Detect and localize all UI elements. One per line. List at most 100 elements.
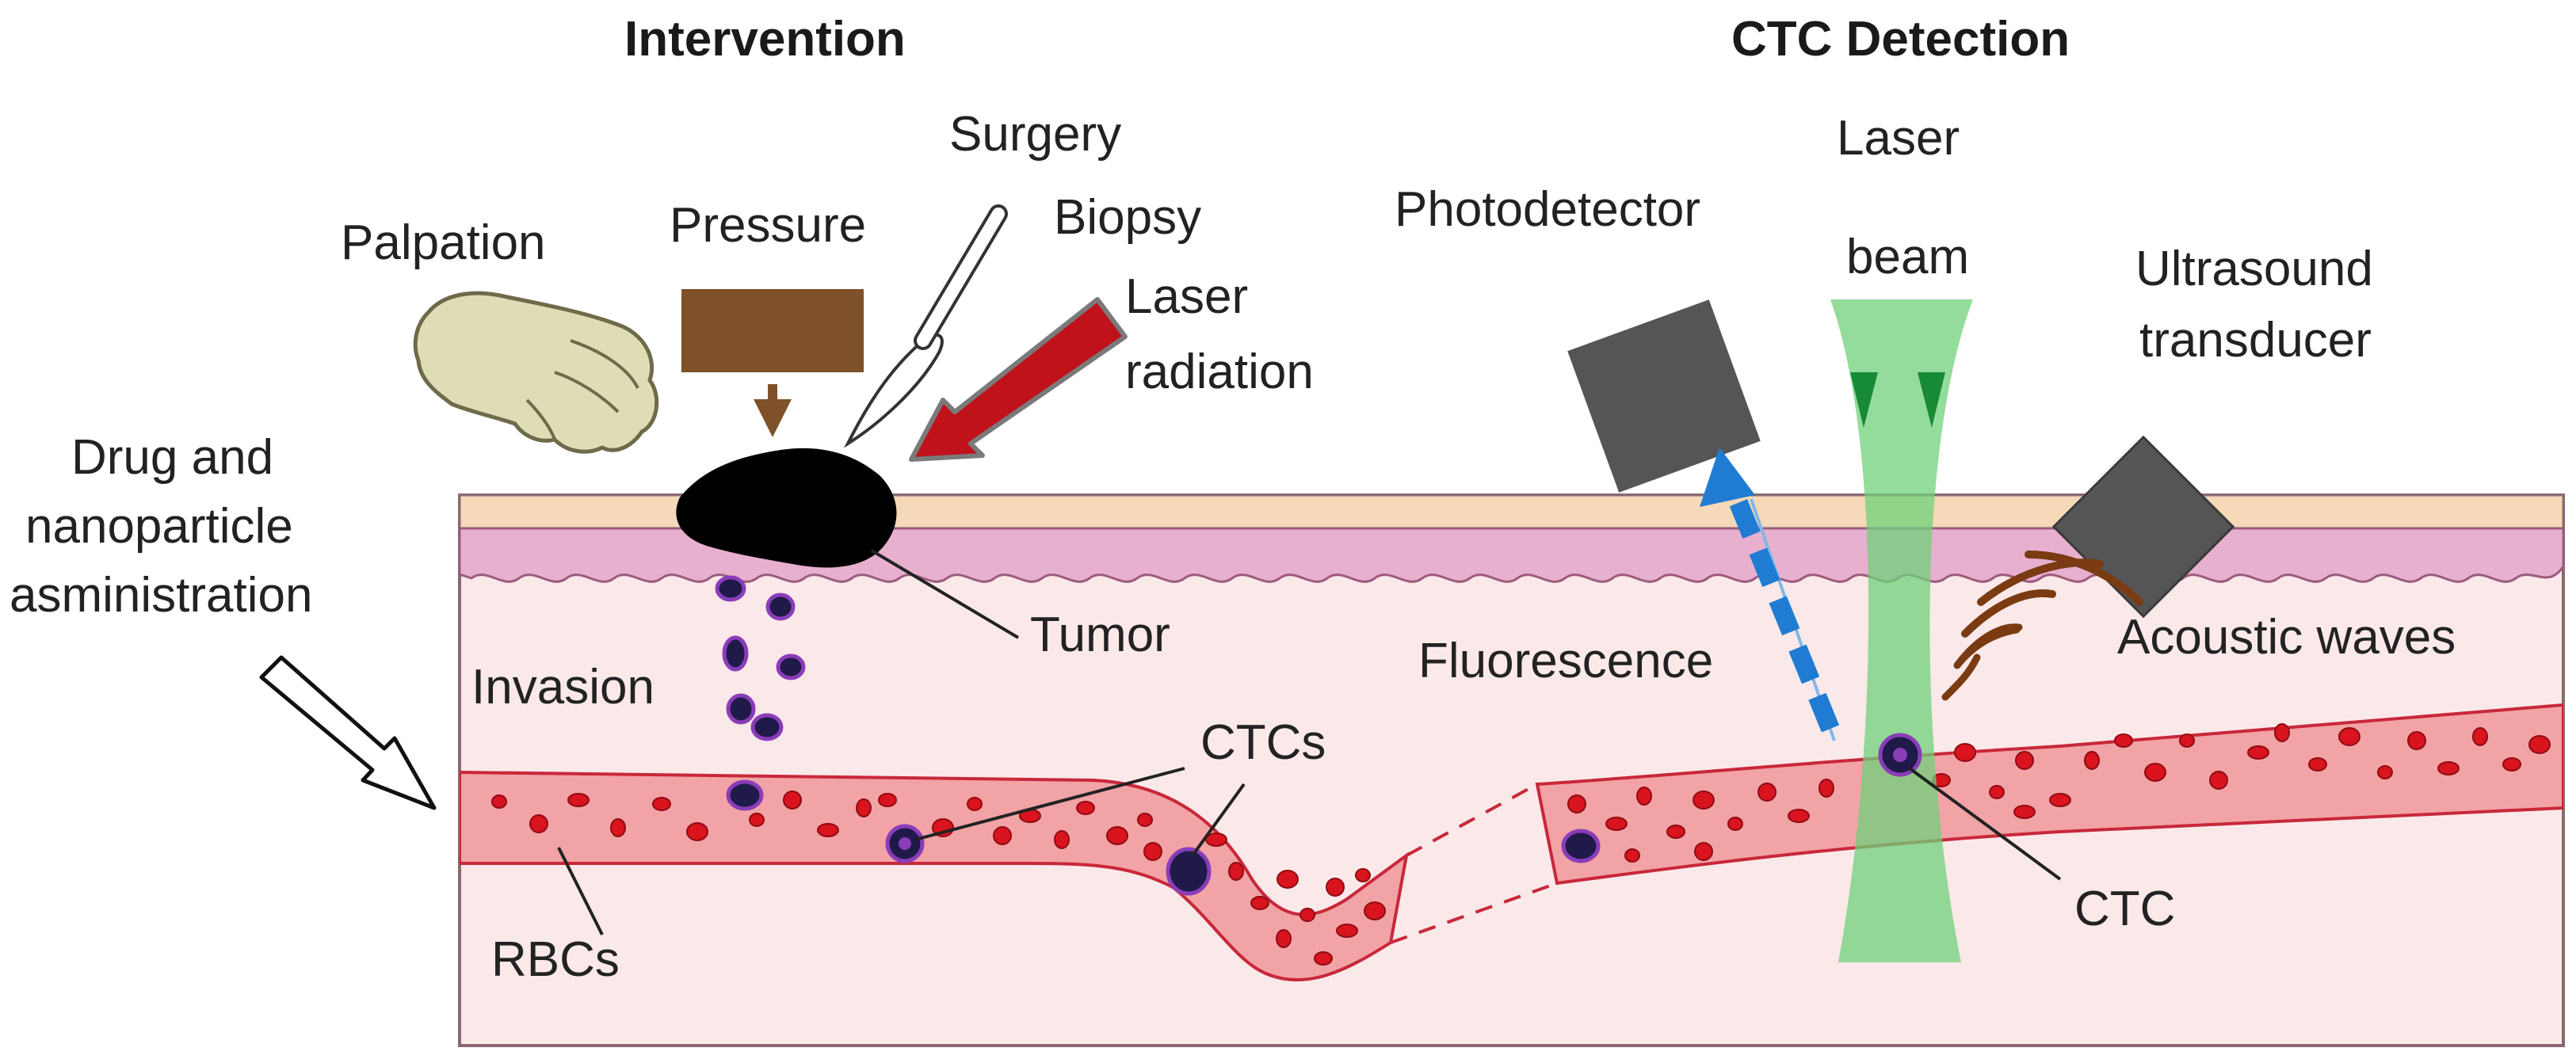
red-blood-cell (610, 818, 626, 837)
ctc-cell (726, 779, 764, 811)
red-blood-cell (1636, 787, 1652, 806)
label-photodetector: Photodetector (1395, 182, 1700, 237)
ctc-cell (715, 575, 746, 602)
label-acoustic-waves: Acoustic waves (2117, 610, 2456, 665)
red-blood-cell (1250, 896, 1269, 910)
ctc-cell (885, 824, 925, 863)
heading-intervention: Intervention (624, 12, 906, 67)
red-blood-cell (1054, 830, 1070, 849)
laser-beam-body (1830, 299, 1973, 962)
red-blood-cell (2114, 733, 2133, 748)
red-blood-cell (2179, 733, 2195, 748)
red-blood-cell (1757, 783, 1776, 802)
fluorescence-arrow (1700, 448, 1840, 741)
ctc-cell (1561, 829, 1601, 863)
vessel-gap-top-dash (1406, 783, 1538, 857)
red-blood-cell (1277, 870, 1299, 889)
label-laser-beam-line2: beam (1846, 230, 1969, 284)
label-ultrasound-line1: Ultrasound (2135, 242, 2373, 296)
red-blood-cell (1666, 825, 1685, 839)
red-blood-cell (529, 814, 548, 833)
red-blood-cell (1727, 817, 1743, 831)
red-blood-cell (2377, 765, 2393, 779)
red-blood-cell (2274, 723, 2290, 742)
laser-radiation-arrow (909, 297, 1128, 462)
red-blood-cell (749, 813, 765, 827)
label-tumor: Tumor (1030, 608, 1170, 662)
red-blood-cell (1818, 779, 1834, 798)
red-blood-cell (2308, 757, 2327, 772)
red-blood-cell (686, 822, 708, 841)
label-ultrasound-line2: transducer (2139, 313, 2372, 368)
red-blood-cells (491, 723, 2551, 966)
red-blood-cell (1624, 848, 1640, 863)
photodetector-device (1567, 299, 1761, 493)
red-blood-cell (1336, 924, 1358, 938)
label-biopsy: Biopsy (1054, 190, 1201, 245)
acoustic-waves (1941, 551, 2143, 701)
laser-beam-arrow-right (1918, 372, 1945, 428)
ctc-cells (715, 575, 1922, 896)
red-blood-cell (1326, 878, 1345, 897)
red-blood-cell (1355, 868, 1371, 882)
red-blood-cell (1143, 842, 1162, 861)
red-blood-cell (856, 798, 872, 817)
red-blood-cell (1106, 826, 1128, 845)
red-blood-cell (2472, 727, 2488, 746)
blood-vessels (460, 703, 2563, 982)
laser-beam (1830, 299, 1973, 962)
red-blood-cell (2013, 805, 2036, 819)
scalpel-icon (844, 204, 1008, 448)
label-laser-beam-line1: Laser (1837, 111, 1960, 166)
red-blood-cell (1299, 908, 1315, 922)
label-fluorescence: Fluorescence (1418, 634, 1713, 688)
label-drug-line3: asministration (10, 568, 312, 623)
red-blood-cell (1076, 801, 1095, 815)
red-blood-cell (1276, 929, 1292, 948)
tumor-mass (676, 448, 897, 568)
label-pressure: Pressure (670, 198, 866, 253)
red-blood-cell (2247, 745, 2269, 760)
red-blood-cell (1989, 785, 2005, 799)
heading-ctc-detection: CTC Detection (1731, 12, 2070, 67)
red-blood-cell (967, 797, 983, 811)
red-blood-cell (1364, 901, 1386, 920)
red-blood-cell (2437, 761, 2460, 775)
red-blood-cell (1788, 809, 1810, 823)
red-blood-cell (1314, 951, 1333, 966)
red-blood-cell (1228, 862, 1244, 881)
red-blood-cell (2407, 731, 2426, 750)
ctc-cell (1166, 847, 1212, 896)
label-surgery: Surgery (949, 107, 1121, 162)
label-palpation: Palpation (341, 215, 546, 270)
pressure-block (681, 289, 864, 372)
palpation-hand-icon (413, 291, 659, 454)
red-blood-cell (993, 826, 1012, 845)
red-blood-cell (1954, 743, 1976, 762)
label-rbcs: RBCs (491, 932, 620, 987)
red-blood-cell (1205, 832, 1227, 847)
vessel-right (1535, 703, 2563, 886)
label-ctcs: CTCs (1200, 715, 1326, 770)
label-drug-line1: Drug and (71, 430, 273, 485)
red-blood-cell (1137, 813, 1153, 827)
red-blood-cell (2084, 751, 2100, 770)
ctc-cell (722, 635, 749, 672)
red-blood-cell (567, 793, 590, 807)
red-blood-cell (2528, 735, 2551, 754)
red-blood-cell (652, 797, 671, 811)
pressure-tool (681, 289, 864, 437)
red-blood-cell (817, 823, 839, 837)
red-blood-cell (878, 793, 897, 807)
laser-beam-arrow-left (1850, 372, 1878, 428)
ctc-cell (776, 653, 806, 680)
ctc-cell (765, 592, 796, 621)
red-blood-cell (1567, 794, 1586, 813)
ctc-cell (726, 693, 756, 725)
label-drug-line2: nanoparticle (25, 499, 293, 554)
label-invasion: Invasion (471, 660, 654, 714)
red-blood-cell (2338, 727, 2360, 746)
red-blood-cell (1605, 817, 1628, 831)
red-blood-cell (2502, 757, 2521, 772)
